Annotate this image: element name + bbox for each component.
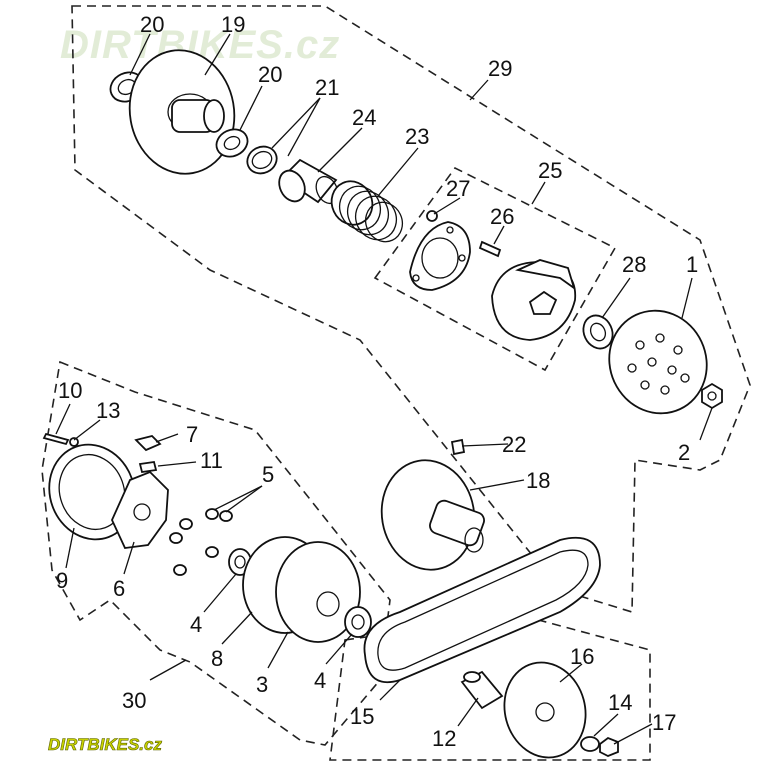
part-20-washer-2 bbox=[215, 128, 249, 158]
part-25-plate bbox=[409, 221, 471, 291]
callout-1: 1 bbox=[686, 252, 698, 277]
callout-4-left: 4 bbox=[190, 612, 202, 637]
part-2-nut bbox=[701, 382, 723, 410]
callout-24: 24 bbox=[352, 105, 376, 130]
callout-12: 12 bbox=[432, 726, 456, 751]
callout-9: 9 bbox=[56, 568, 68, 593]
part-19-pulley-face bbox=[128, 49, 236, 175]
part-18-driven-pulley bbox=[380, 459, 485, 571]
callout-3: 3 bbox=[256, 672, 268, 697]
part-10-bolt bbox=[42, 432, 70, 446]
callout-18: 18 bbox=[526, 468, 550, 493]
callout-20-top: 20 bbox=[140, 12, 164, 37]
callout-28: 28 bbox=[622, 252, 646, 277]
callout-16: 16 bbox=[570, 644, 594, 669]
watermark-bottom-logo: DIRTBIKES.cz bbox=[48, 735, 162, 754]
part-15-drive-belt bbox=[363, 536, 601, 684]
part-17-nut bbox=[599, 736, 619, 757]
callout-2: 2 bbox=[678, 440, 690, 465]
part-3-variator-pulley bbox=[242, 536, 361, 643]
part-28-washer bbox=[582, 314, 614, 350]
leader-lines bbox=[55, 33, 713, 745]
callout-15: 15 bbox=[350, 704, 374, 729]
callout-14: 14 bbox=[608, 690, 632, 715]
part-7-slider bbox=[134, 435, 162, 452]
callout-8: 8 bbox=[211, 646, 223, 671]
part-25-clutch-shoe bbox=[491, 259, 577, 341]
callout-30: 30 bbox=[122, 688, 146, 713]
part-6-ramp-plate bbox=[111, 470, 169, 549]
callout-20: 20 bbox=[258, 62, 282, 87]
part-24-sleeve bbox=[278, 158, 339, 205]
group-30-outline bbox=[41, 360, 391, 746]
callout-22: 22 bbox=[502, 432, 526, 457]
callout-4-right: 4 bbox=[314, 668, 326, 693]
callout-23: 23 bbox=[405, 124, 429, 149]
callout-5: 5 bbox=[262, 462, 274, 487]
part-14-washer bbox=[580, 736, 600, 752]
callout-7: 7 bbox=[186, 422, 198, 447]
callout-19: 19 bbox=[221, 12, 245, 37]
part-21-rings bbox=[246, 145, 278, 175]
callout-11: 11 bbox=[200, 448, 223, 473]
callout-26: 26 bbox=[490, 204, 514, 229]
part-5-rollers bbox=[169, 508, 233, 576]
part-1-clutch-bell bbox=[608, 309, 708, 415]
part-16-fan-pulley bbox=[503, 661, 587, 759]
callout-13: 13 bbox=[96, 398, 120, 423]
callout-17: 17 bbox=[652, 710, 676, 735]
part-12-spacer bbox=[460, 670, 504, 710]
part-11-clip bbox=[138, 460, 158, 474]
callout-25: 25 bbox=[538, 158, 562, 183]
part-23-spring bbox=[330, 180, 404, 243]
group-29-outline bbox=[71, 5, 751, 614]
part-22-fitting bbox=[450, 438, 466, 456]
callout-29: 29 bbox=[488, 56, 512, 81]
callout-27: 27 bbox=[446, 176, 470, 201]
group-25-outline bbox=[373, 166, 617, 372]
group-16-outline bbox=[329, 614, 651, 761]
callout-6: 6 bbox=[113, 576, 125, 601]
part-13-washer bbox=[69, 437, 79, 447]
callout-21: 21 bbox=[315, 75, 339, 100]
part-26-pin bbox=[478, 240, 502, 258]
callout-10: 10 bbox=[58, 378, 82, 403]
part-4-washer-2 bbox=[344, 606, 372, 638]
